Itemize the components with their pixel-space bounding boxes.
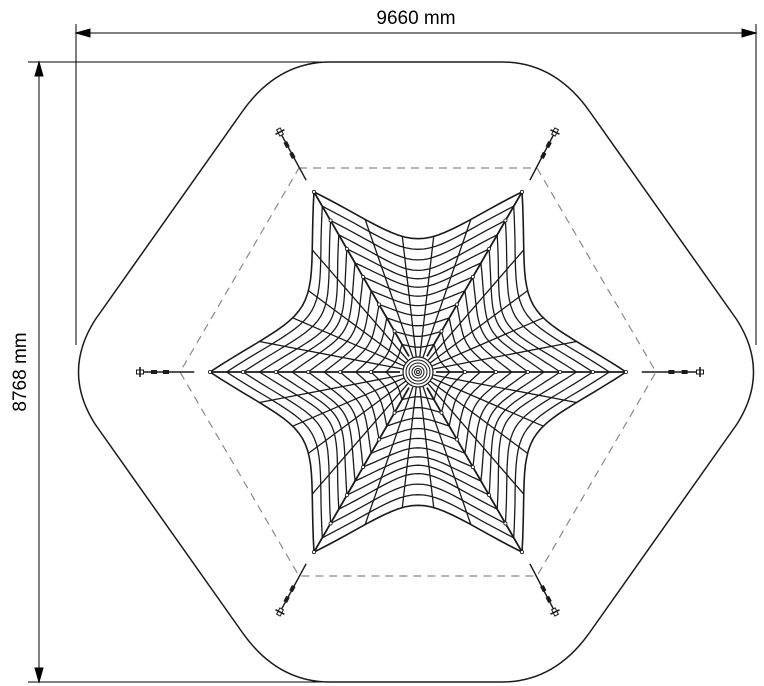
anchor-post [550,609,560,615]
rope-clamp [344,246,349,251]
anchor-fitting [545,141,552,149]
anchor-fitting [283,595,290,603]
rope-clamp [328,218,333,223]
safety-zone-outline [77,61,755,683]
net-radial-rope [422,386,472,525]
height-dimension-label: 8768 mm [10,332,31,411]
net-radial-rope [259,374,403,404]
rope-clamp [273,369,278,374]
rope-clamp [306,369,311,374]
rope-clamp [376,302,381,307]
net-radial-rope [433,374,577,404]
hub-ring [416,370,420,374]
anchor-fitting [289,585,296,593]
net-radial-rope [311,383,409,495]
rope-clamp [207,369,212,374]
rope-clamp [454,437,459,442]
net-radial-rope [292,317,406,367]
anchor-fitting [163,370,169,374]
net-radial-rope [422,219,472,358]
net-radial-rope [259,340,403,370]
rope-net [207,189,629,555]
rope-clamp [525,369,530,374]
rope-clamp [344,493,349,498]
net-radial-rope [427,249,525,361]
anchor-fitting [540,151,547,159]
rope-clamp [361,274,366,279]
rope-clamp [439,329,444,334]
rope-clamp [462,369,467,374]
net-radial-rope [430,317,544,367]
net-radial-rope [308,290,407,364]
rope-clamp [470,274,475,279]
anchor-fitting [545,595,552,603]
rope-clamp [392,329,397,334]
width-arrow-right [741,28,758,38]
rope-clamp [558,369,563,374]
anchor-fitting [668,370,675,374]
rope-clamp [439,410,444,415]
height-arrow-bottom [34,667,44,684]
rope-clamp [520,189,525,194]
rope-clamp [590,369,595,374]
rope-clamp [361,465,366,470]
width-dimension-label: 9660 mm [376,8,455,29]
net-radial-rope [364,386,414,525]
rope-clamp [311,189,316,194]
rope-clamp [392,410,397,415]
rope-clamp [376,437,381,442]
net-radial-rope [401,386,417,508]
net-radial-rope [308,380,407,454]
height-arrow-top [34,60,44,77]
hub-ring [411,365,425,379]
width-dimension [74,24,758,345]
rope-clamp [520,550,525,555]
net-radial-rope [311,249,409,361]
anchor-fitting [681,370,688,374]
width-arrow-left [74,28,91,38]
net-radial-rope [430,377,544,427]
rope-clamp [338,369,343,374]
anchor-fitting [540,585,547,593]
center-hub [402,356,434,388]
rope-clamp [624,369,629,374]
rope-clamp [493,369,498,374]
net-radial-rope [419,386,435,508]
net-radial-rope [419,236,435,358]
rope-clamp [487,493,492,498]
anchor-fitting [283,141,290,149]
hub-outer-ring [402,356,434,388]
rope-clamp [503,521,508,526]
rope-clamp [311,550,316,555]
anchor-post [275,608,285,616]
anchor-post [275,128,285,136]
rope-clamp [503,218,508,223]
hub-ring [414,368,422,376]
anchor-fitting [289,151,296,159]
net-radial-rope [427,383,525,495]
rope-clamp [470,465,475,470]
net-radial-rope [429,380,528,454]
anchor-post [550,129,560,135]
net-radial-rope [364,219,414,358]
net-radial-rope [433,340,577,370]
net-radial-rope [292,377,406,427]
rope-clamp [454,302,459,307]
anchor-fitting [151,370,157,374]
rope-clamp [487,246,492,251]
net-radial-rope [401,236,417,358]
hub-ring [408,362,428,382]
hub-ring [405,359,431,385]
rope-clamp [368,369,373,374]
rope-clamp [241,369,246,374]
anchor-hardware [136,127,704,617]
rope-clamp [328,521,333,526]
net-radial-rope [429,290,528,364]
